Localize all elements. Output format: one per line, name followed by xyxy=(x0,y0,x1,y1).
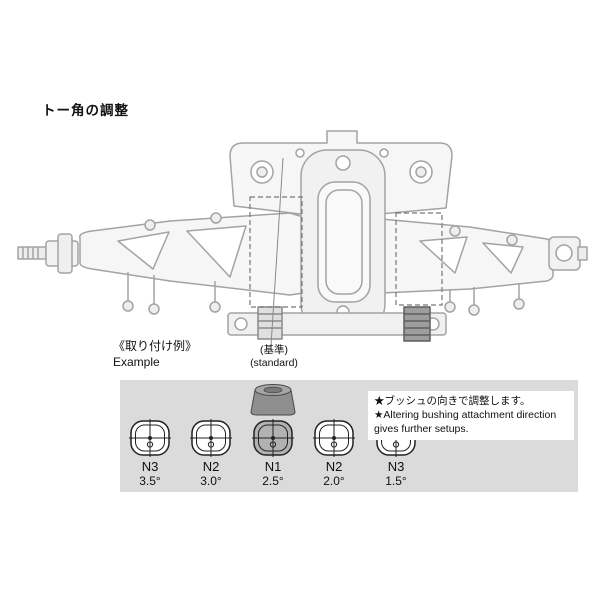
right-suspension-arm xyxy=(380,218,554,294)
bushing-name: N2 xyxy=(325,459,343,474)
bushing-angle: 2.5° xyxy=(262,474,284,488)
bushing-angle: 3.5° xyxy=(139,474,161,488)
adjustment-note-en: ★Altering bushing attachment direction g… xyxy=(374,409,557,436)
example-label: 《取り付け例》 Example xyxy=(113,339,197,370)
left-suspension-arm xyxy=(79,212,304,296)
toe-bushing-right xyxy=(403,306,431,342)
bushing-symbol-icon xyxy=(313,419,355,457)
standard-label: (基準) (standard) xyxy=(234,344,314,370)
bushing-name: N2 xyxy=(202,459,220,474)
bushing-symbol-icon-selected xyxy=(252,419,294,457)
bushing-highlight-left xyxy=(249,196,303,308)
bushing-angle: 2.0° xyxy=(323,474,345,488)
bushing-option-n3-35: N3 3.5° xyxy=(120,418,180,488)
example-label-jp: 《取り付け例》 xyxy=(113,339,198,353)
adjustment-note: ★ブッシュの向きで調整します。 ★Altering bushing attach… xyxy=(368,391,574,440)
standard-label-en: (standard) xyxy=(250,357,298,370)
example-label-en: Example xyxy=(113,354,160,369)
center-gearbox xyxy=(300,149,386,331)
right-hub xyxy=(548,236,588,271)
bushing-symbol-icon xyxy=(190,419,232,457)
bushing-name: N3 xyxy=(387,459,405,474)
toe-bushing-left xyxy=(257,306,283,340)
standard-bushing-3d-icon xyxy=(250,384,296,416)
standard-label-jp: (基準) xyxy=(260,344,288,356)
left-axle-coupler xyxy=(17,233,79,274)
bushing-option-n2-20: N2 2.0° xyxy=(304,418,364,488)
suspension-assembly-diagram xyxy=(17,130,588,347)
page-title: トー角の調整 xyxy=(42,103,129,118)
adjustment-note-jp: ★ブッシュの向きで調整します。 xyxy=(374,395,531,407)
bushing-name: N3 xyxy=(141,459,159,474)
bushing-name: N1 xyxy=(264,459,282,474)
bushing-symbol-icon xyxy=(129,419,171,457)
bushing-angle: 1.5° xyxy=(385,474,407,488)
bushing-option-n1-25-standard: N1 2.5° xyxy=(243,418,303,488)
bushing-option-n2-30: N2 3.0° xyxy=(181,418,241,488)
bushing-options-panel: N3 3.5° N2 3.0° N1 xyxy=(120,380,578,492)
standard-leader-line xyxy=(270,157,284,347)
bushing-angle: 3.0° xyxy=(200,474,222,488)
ball-studs xyxy=(122,272,525,316)
bushing-highlight-right xyxy=(395,212,443,306)
